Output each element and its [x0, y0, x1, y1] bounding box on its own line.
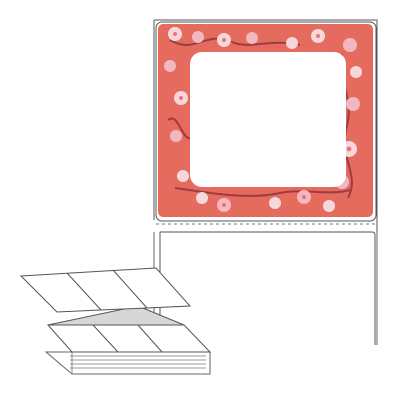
plum-blossom-icon — [170, 130, 182, 142]
plum-blossom-icon — [177, 170, 189, 182]
plum-blossom-icon — [196, 192, 208, 204]
blossom-center — [346, 146, 352, 152]
upper-fold-cuts — [66, 269, 148, 311]
fold-shadow — [47, 305, 185, 326]
blossom-center — [222, 38, 226, 42]
next-label-outline — [160, 231, 376, 345]
blossom-center — [179, 96, 183, 100]
plum-blossom-icon — [343, 38, 357, 52]
blossom-center — [222, 203, 226, 207]
printed-label — [155, 21, 377, 222]
plum-blossom-icon — [192, 31, 204, 43]
plum-blossom-icon — [323, 200, 335, 212]
stack-top-layer — [46, 324, 212, 353]
plum-blossom-icon — [350, 66, 362, 78]
blossom-center — [316, 34, 320, 38]
stack-base-layers — [44, 351, 211, 375]
stack-top-cuts — [92, 324, 163, 353]
next-blank-label — [159, 231, 376, 345]
stack-side-lines — [70, 352, 206, 374]
fanfold-label-stack-icon — [19, 267, 212, 375]
plum-blossom-icon — [346, 97, 360, 111]
plum-blossom-icon — [286, 37, 298, 49]
plum-blossom-icon — [164, 60, 176, 72]
branch-line-1 — [169, 37, 301, 46]
branch-line-4 — [174, 187, 351, 197]
blossom-center — [173, 32, 177, 36]
blossom-center — [302, 195, 306, 199]
blank-label-window — [190, 52, 346, 187]
plum-blossom-icon — [246, 32, 258, 44]
upper-fold-sheet — [19, 267, 192, 313]
plum-blossom-icon — [269, 197, 281, 209]
